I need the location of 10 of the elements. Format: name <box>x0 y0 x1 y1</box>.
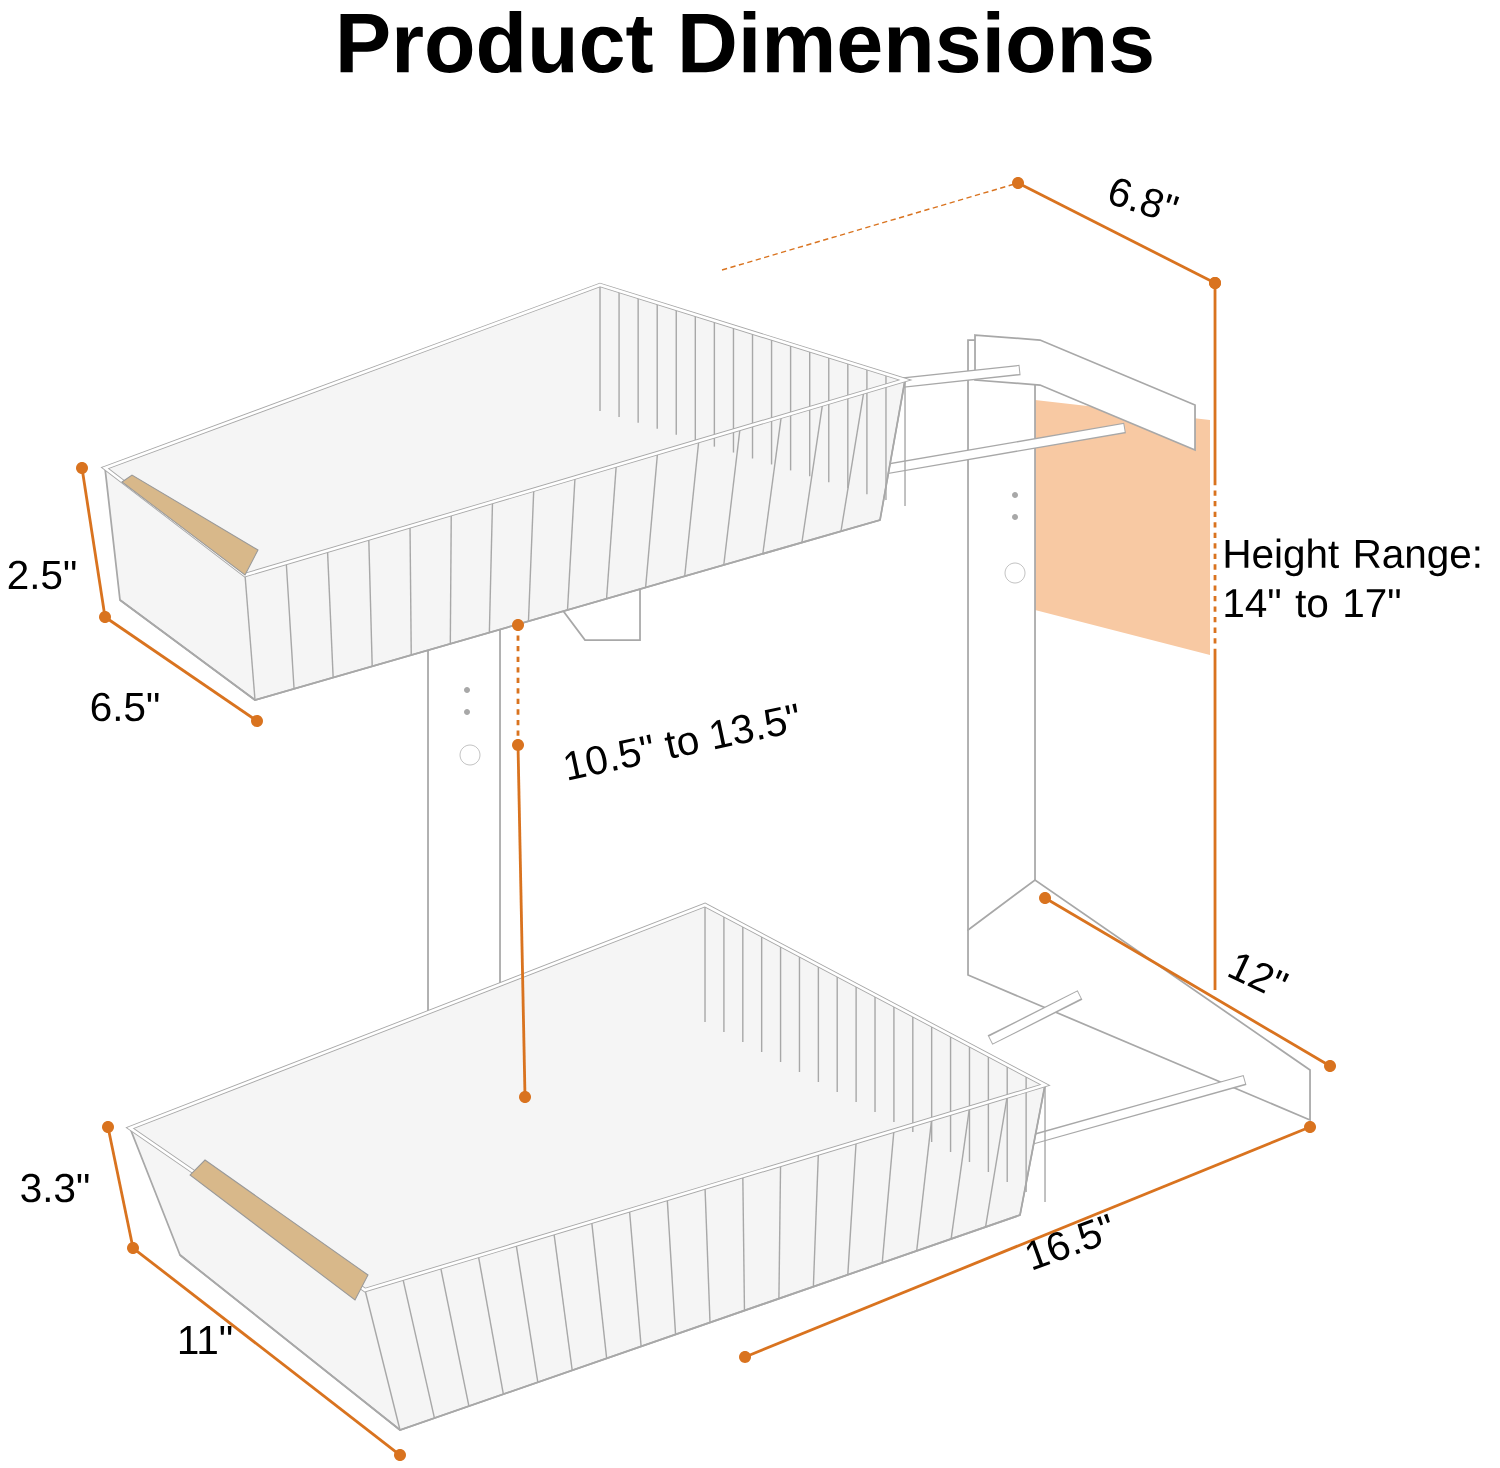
dimension-label: 6.8" <box>1109 178 1180 218</box>
dimension-label: 2.5" <box>8 560 76 590</box>
dimension-label: 3.3" <box>21 1173 89 1203</box>
dimension-label: 12" <box>1228 954 1290 994</box>
title: Product Dimensions <box>340 11 1152 73</box>
dimension-label: Height Range: 14" to 17" <box>1225 538 1480 618</box>
dimension-label: 6.5" <box>91 692 159 722</box>
dimension-label: 16.5" <box>1026 1213 1110 1270</box>
dimension-label: 10.5" to 13.5" <box>565 703 798 781</box>
dimension-label: 11" <box>179 1326 232 1354</box>
